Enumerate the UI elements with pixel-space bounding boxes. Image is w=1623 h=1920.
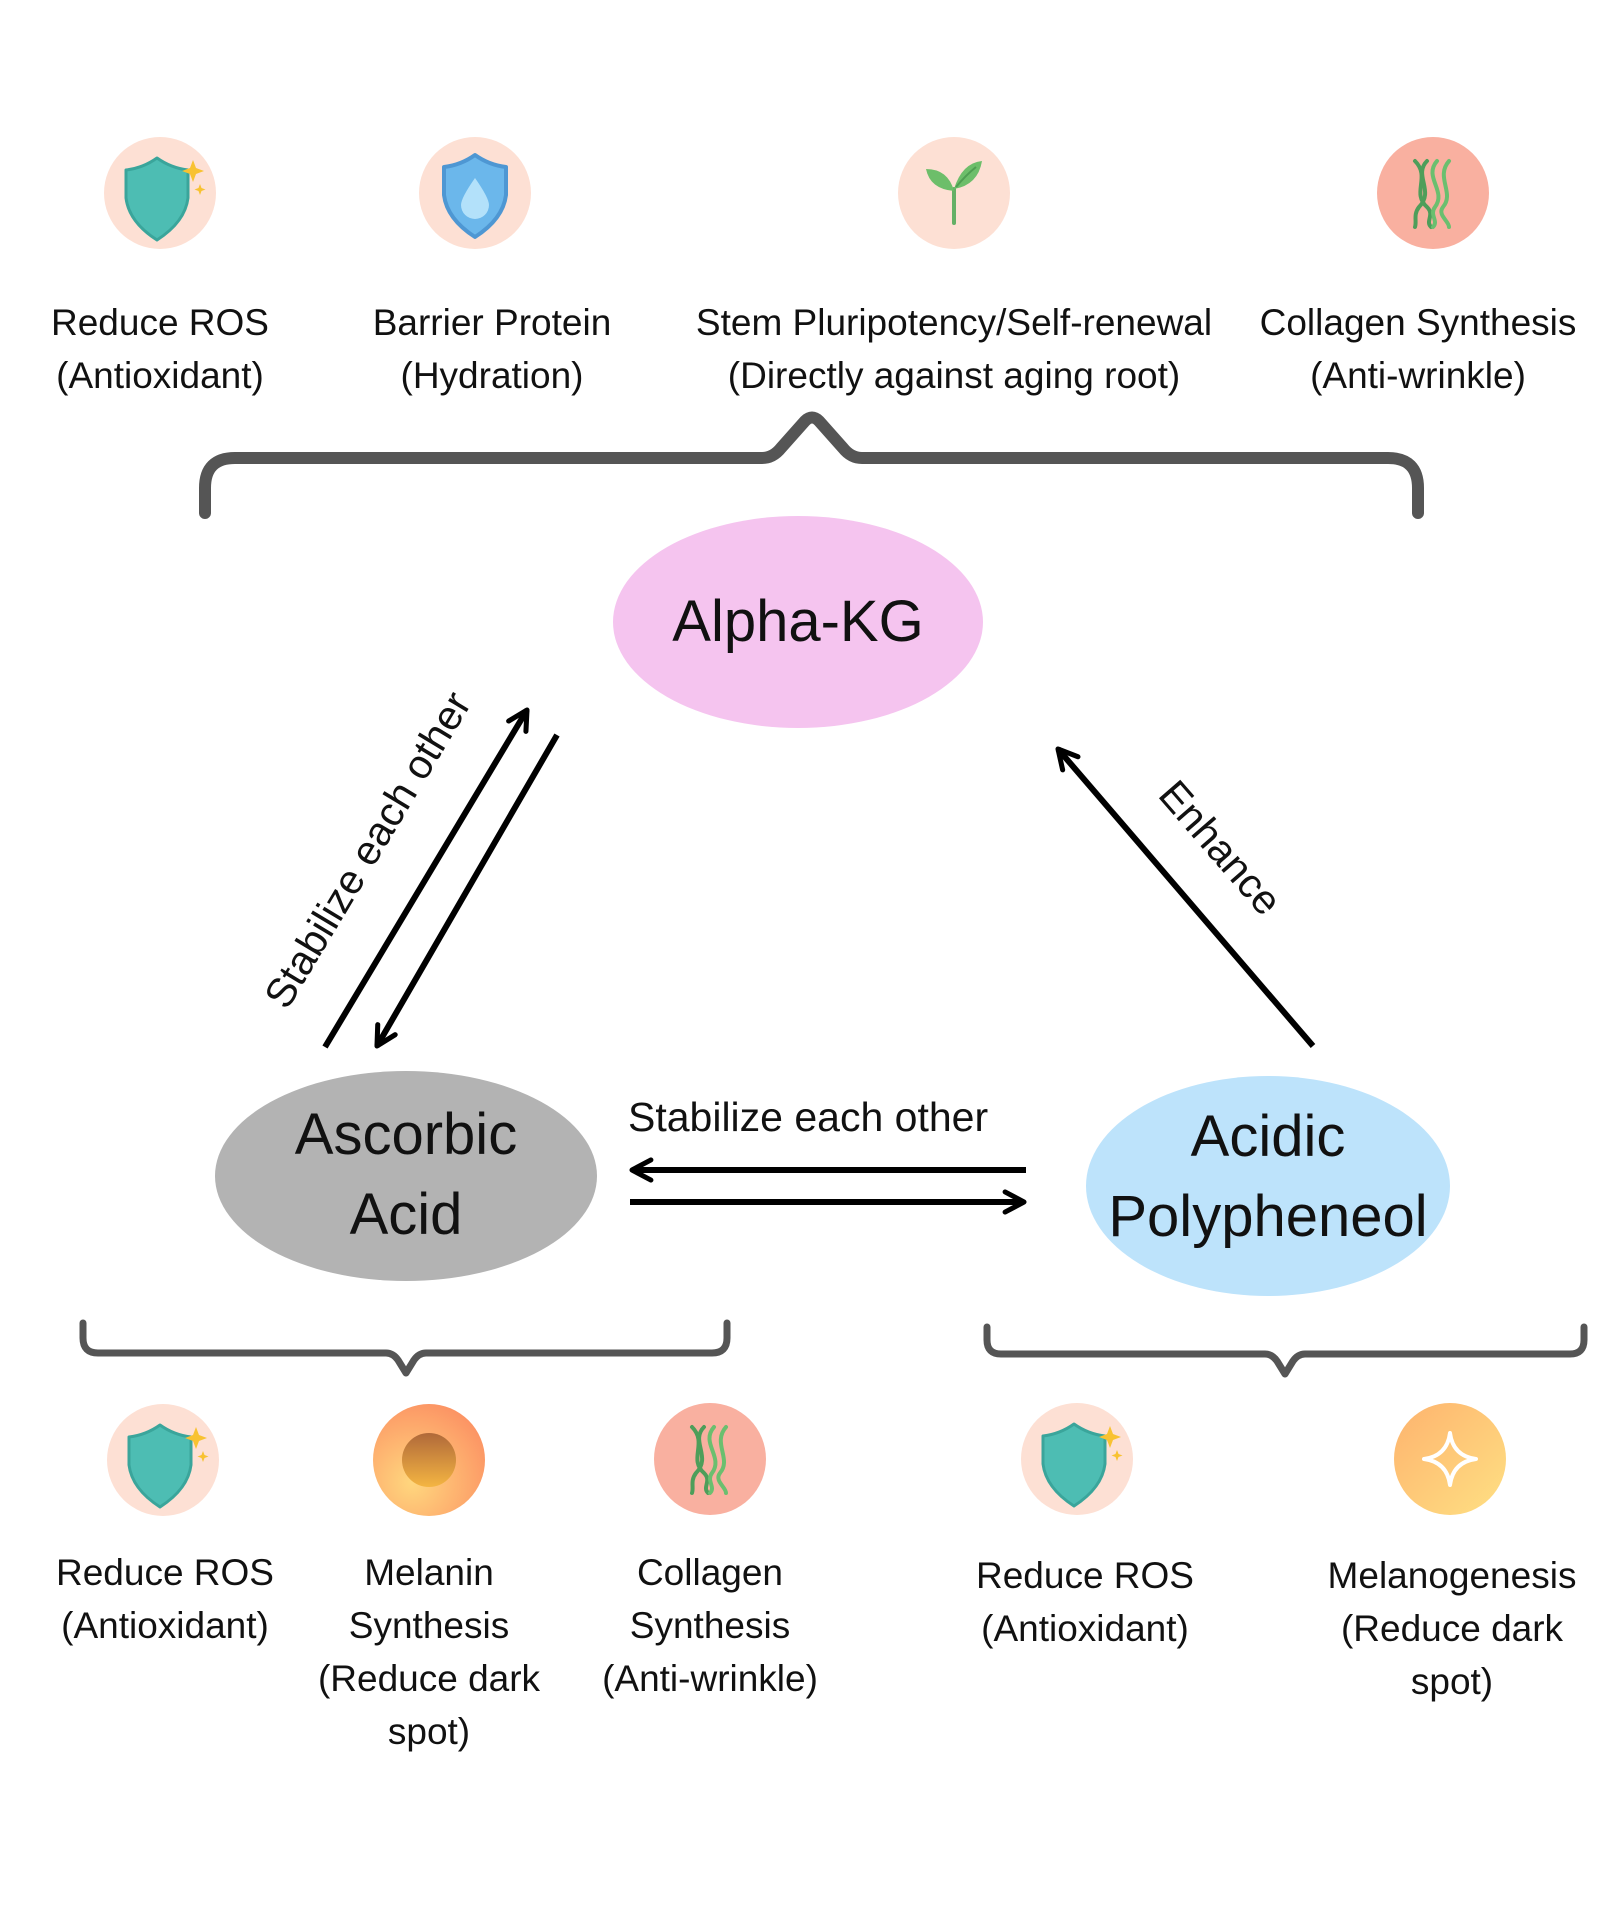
benefit-label: Reduce ROS (Antioxidant) [976,1549,1194,1655]
edge-label-stabilize-ascorbic-polyphenol: Stabilize each other [628,1094,989,1140]
sprout-icon [898,137,1010,249]
benefit-label-line: (Antioxidant) [61,1605,269,1646]
ascorbic-acid-label-line: Acid [349,1182,463,1247]
benefit-label: Collagen Synthesis (Anti-wrinkle) [1260,296,1577,402]
acidic-polyphenol-label-line: Polypheneol [1108,1184,1428,1249]
ascorbic-acid-label: Ascorbic Acid [295,1095,517,1255]
melanin-cell-icon [373,1404,485,1516]
benefit-label-line: spot) [387,1711,471,1752]
acidic-polyphenol-label: Acidic Polypheneol [1108,1097,1427,1257]
sparkle-star-icon [1394,1403,1506,1515]
acidic-polyphenol-label-line: Acidic [1190,1104,1346,1169]
benefit-label-line: (Anti-wrinkle) [602,1658,818,1699]
benefit-label-line: (Antioxidant) [56,355,264,396]
benefit-label-line: (Reduce dark [1340,1608,1564,1649]
benefit-label: Melanogenesis (Reduce dark spot) [1328,1549,1577,1708]
benefit-label: Reduce ROS (Antioxidant) [51,296,269,402]
arrow-ascorbic-to-alpha [322,707,530,1049]
benefit-label-line: Melanogenesis [1327,1555,1577,1596]
shield-sparkle-icon [1021,1403,1133,1515]
benefit-label: Stem Pluripotency/Self-renewal (Directly… [696,296,1212,402]
top-brace [199,411,1424,519]
benefit-label: Reduce ROS (Antioxidant) [56,1546,274,1652]
benefit-label-line: Synthesis [348,1605,510,1646]
benefit-label: Collagen Synthesis (Anti-wrinkle) [602,1546,818,1705]
benefit-label-line: (Reduce dark [317,1658,541,1699]
benefit-label-line: Reduce ROS [51,302,269,343]
benefit-label-line: Synthesis [629,1605,791,1646]
ascorbic-acid-label-line: Ascorbic [294,1102,518,1167]
benefit-label-line: spot) [1410,1661,1494,1702]
collagen-fiber-icon [654,1403,766,1515]
shield-sparkle-icon [107,1404,219,1516]
arrow-alpha-to-ascorbic [374,733,560,1049]
benefit-label-line: (Directly against aging root) [727,355,1181,396]
collagen-fiber-icon [1377,137,1489,249]
benefit-label-line: Reduce ROS [976,1555,1194,1596]
benefit-label-line: Reduce ROS [56,1552,274,1593]
alpha-kg-label: Alpha-KG [672,589,924,654]
alpha-kg-node [613,516,983,728]
ascorbic-brace [79,1319,731,1377]
shield-sparkle-icon [104,137,216,249]
benefit-label-line: Collagen [636,1552,784,1593]
benefit-label-line: Barrier Protein [372,302,612,343]
benefit-label-line: (Antioxidant) [981,1608,1189,1649]
polyphenol-brace [983,1323,1588,1378]
acidic-polyphenol-node [1086,1076,1450,1296]
arrow-polyphenol-to-alpha [1055,746,1316,1048]
benefit-label-line: Stem Pluripotency/Self-renewal [695,302,1213,343]
shield-water-drop-icon [419,137,531,249]
benefit-label: Melanin Synthesis (Reduce dark spot) [318,1546,540,1758]
benefit-label-line: Melanin [364,1552,494,1593]
benefit-label-line: (Hydration) [400,355,584,396]
benefit-label-line: (Anti-wrinkle) [1310,355,1526,396]
ascorbic-acid-node [215,1071,597,1281]
benefit-label-line: Collagen Synthesis [1259,302,1577,343]
benefit-label: Barrier Protein (Hydration) [373,296,612,402]
